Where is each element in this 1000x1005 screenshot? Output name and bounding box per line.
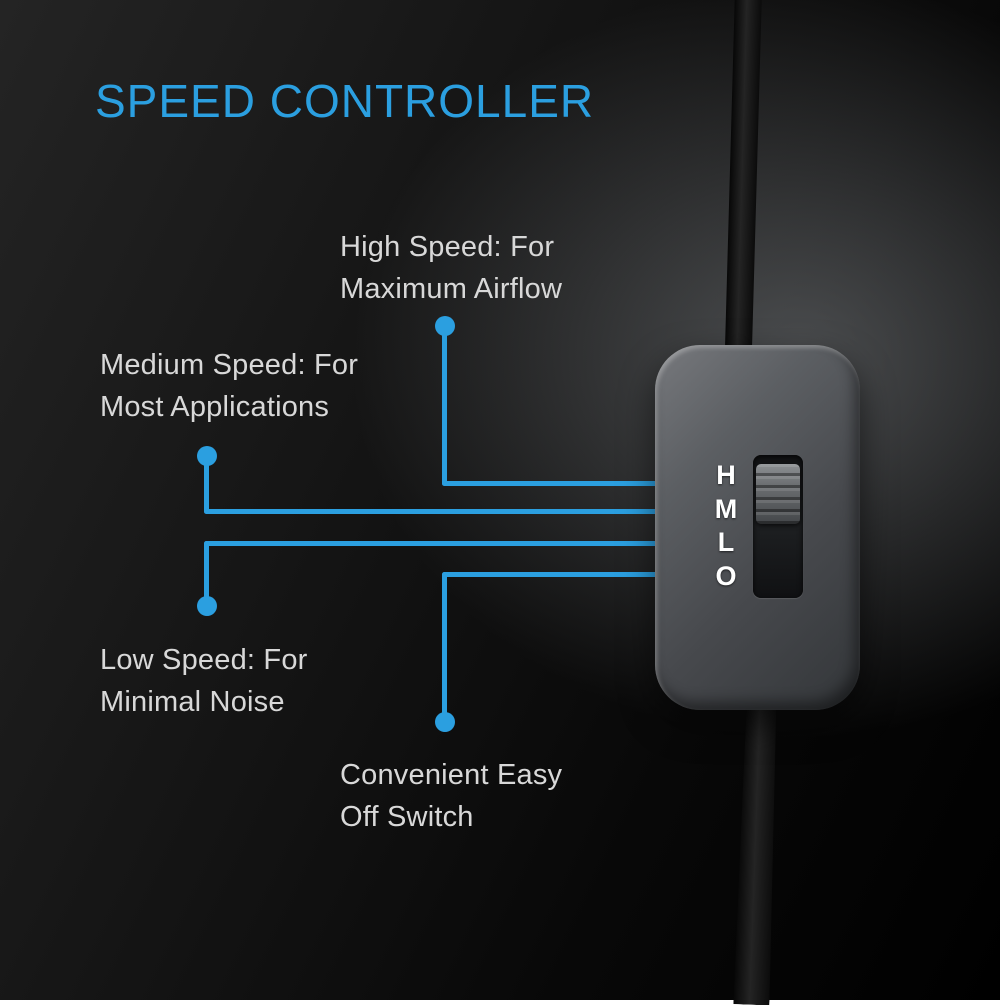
annotation-high-speed-line2: Maximum Airflow	[340, 273, 563, 305]
annotation-low-speed-line2: Minimal Noise	[100, 686, 285, 718]
slider-track	[753, 455, 803, 598]
annotation-medium-speed: Medium Speed: For Most Applications	[100, 344, 358, 428]
leader-line-high-vertical	[442, 326, 447, 486]
speed-position-labels: H M L O	[713, 459, 739, 593]
speed-label-off: O	[715, 560, 737, 591]
annotation-medium-speed-line2: Most Applications	[100, 391, 330, 423]
leader-line-low-horizontal	[204, 541, 660, 546]
leader-line-off-horizontal	[442, 572, 660, 577]
leader-line-medium-horizontal	[204, 509, 660, 514]
annotation-off-switch-line2: Off Switch	[340, 801, 474, 833]
power-cable-top	[724, 0, 762, 356]
leader-line-medium-vertical	[204, 456, 209, 514]
annotation-off-switch-line1: Convenient Easy	[340, 759, 563, 791]
connector-dot-off	[435, 712, 455, 732]
speed-controller-device: H M L O	[655, 345, 860, 710]
page-title: SPEED CONTROLLER	[95, 75, 595, 127]
annotation-high-speed: High Speed: For Maximum Airflow	[340, 226, 562, 310]
slider-knob	[756, 464, 800, 524]
connector-dot-high	[435, 316, 455, 336]
annotation-high-speed-line1: High Speed: For	[340, 231, 555, 263]
annotation-medium-speed-line1: Medium Speed: For	[100, 349, 359, 381]
speed-label-medium: M	[714, 493, 738, 524]
speed-label-low: L	[717, 527, 735, 557]
speed-label-high: H	[716, 460, 736, 490]
power-cable-bottom	[733, 699, 780, 1005]
annotation-low-speed-line1: Low Speed: For	[100, 644, 308, 676]
leader-line-low-vertical	[204, 541, 209, 608]
annotation-off-switch: Convenient Easy Off Switch	[340, 754, 562, 838]
connector-dot-low	[197, 596, 217, 616]
connector-dot-medium	[197, 446, 217, 466]
leader-line-off-vertical	[442, 572, 447, 724]
annotation-low-speed: Low Speed: For Minimal Noise	[100, 639, 308, 723]
leader-line-high-horizontal	[442, 481, 660, 486]
